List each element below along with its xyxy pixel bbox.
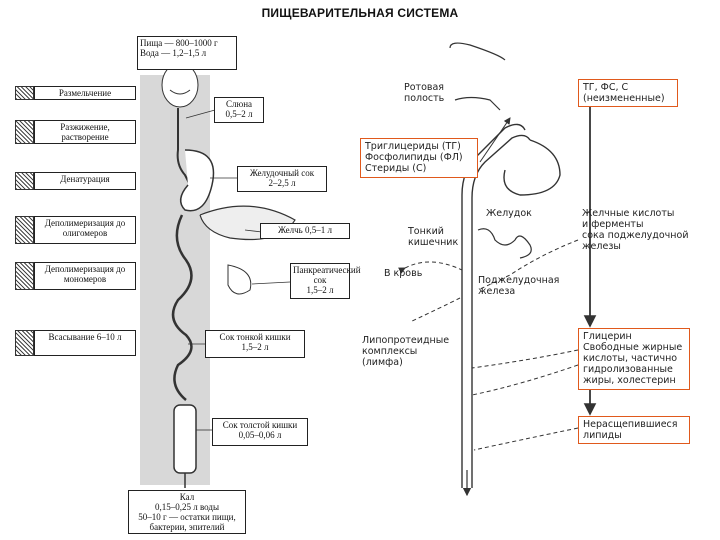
mouth-outline — [449, 42, 506, 61]
colon-outline — [173, 404, 197, 474]
box-dietary-lipids: Триглицериды (ТГ)Фосфолипиды (ФЛ)Стериды… — [360, 138, 478, 178]
page-title: ПИЩЕВАРИТЕЛЬНАЯ СИСТЕМА — [261, 6, 459, 20]
hatch-swatch — [15, 216, 34, 244]
pancreas-outline — [227, 264, 252, 295]
label-grinding: Размельчение — [34, 86, 136, 100]
hatch-swatch — [15, 262, 34, 290]
hatch-swatch — [15, 120, 34, 144]
label-dissolution: Разжижение, растворение — [34, 120, 136, 144]
intake-line: Пища — 800–1000 г — [140, 38, 218, 48]
hatch-swatch — [15, 330, 34, 356]
tube-outer-outline — [461, 123, 526, 488]
label-oligomers: Деполимеризация до олигомеров — [34, 216, 136, 244]
stomach-right-outline — [503, 139, 561, 196]
label-stomach: Желудок — [486, 208, 532, 219]
tube-inner-outline — [471, 134, 531, 488]
label-monomers: Деполимеризация до мономеров — [34, 262, 136, 290]
label-absorption: Всасывание 6–10 л — [34, 330, 136, 356]
intake-line: Вода — 1,2–1,5 л — [140, 48, 207, 58]
juice-bile: Желчь 0,5–1 л — [260, 223, 350, 239]
hatch-swatch — [15, 86, 34, 100]
hatch-swatch — [15, 172, 34, 190]
label-denaturation: Денатурация — [34, 172, 136, 190]
box-unchanged-lipids: ТГ, ФС, С(неизмененные) — [578, 79, 678, 107]
small-intestine-outline — [171, 214, 193, 401]
oesophagus-outline — [176, 108, 191, 186]
label-to-blood: В кровь — [384, 268, 423, 279]
stomach-outline — [179, 149, 215, 212]
food-intake-box: Пища — 800–1000 г Вода — 1,2–1,5 л — [137, 36, 237, 70]
